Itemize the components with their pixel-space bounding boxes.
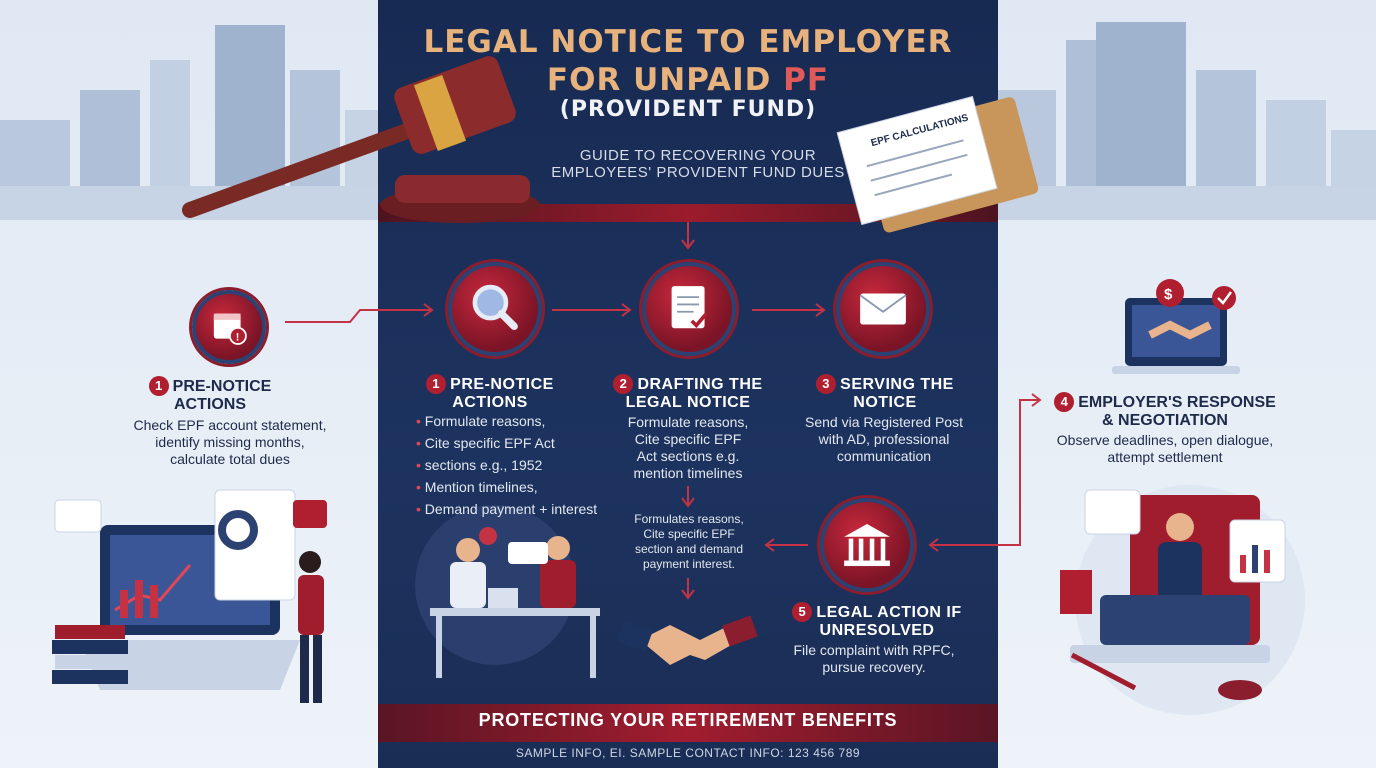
document-check-icon [642, 262, 736, 356]
magnifier-icon [448, 262, 542, 356]
laptop-analytics-illustration [52, 489, 327, 703]
step-2-description: Formulate reasons, Cite specific EPF Act… [627, 414, 749, 481]
calendar-alert-icon: ! [192, 290, 266, 364]
footer-banner: PROTECTING YOUR RETIREMENT BENEFITS [478, 710, 898, 730]
subtitle-line2: EMPLOYEES' PROVIDENT FUND DUES [551, 164, 845, 181]
step-1-bullets: Formulate reasons, Cite specific EPF Act… [416, 410, 631, 520]
page-title: LEGAL NOTICE TO EMPLOYER [423, 24, 953, 60]
gavel-icon [182, 56, 540, 223]
flow-note: Formulates reasons, Cite specific EPF se… [634, 512, 744, 571]
svg-text:$: $ [1164, 286, 1173, 303]
subtitle-line1: GUIDE TO RECOVERING YOUR [579, 147, 817, 164]
page-title-line3: (PROVIDENT FUND) [559, 97, 817, 122]
page-title-line2: FOR UNPAID PF [546, 62, 830, 98]
negotiation-scene-illustration [1060, 485, 1305, 715]
left-step-description: Check EPF account statement, identify mi… [133, 417, 327, 467]
step-3-description: Send via Registered Post with AD, profes… [805, 414, 963, 464]
meeting-scene-illustration [415, 505, 600, 678]
courthouse-icon [820, 498, 914, 592]
right-panel [996, 0, 1376, 768]
step-4-description: Observe deadlines, open dialogue, attemp… [1056, 432, 1274, 465]
laptop-handshake-icon: $ [1112, 279, 1240, 374]
handshake-icon [617, 615, 758, 665]
step-5-description: File complaint with RPFC, pursue recover… [793, 642, 955, 675]
epf-document-icon: EPF CALCULATIONS [836, 95, 1039, 233]
footer-contact-info: SAMPLE INFO, EI. SAMPLE CONTACT INFO: 12… [515, 746, 861, 760]
envelope-icon [836, 262, 930, 356]
svg-text:!: ! [236, 331, 240, 343]
